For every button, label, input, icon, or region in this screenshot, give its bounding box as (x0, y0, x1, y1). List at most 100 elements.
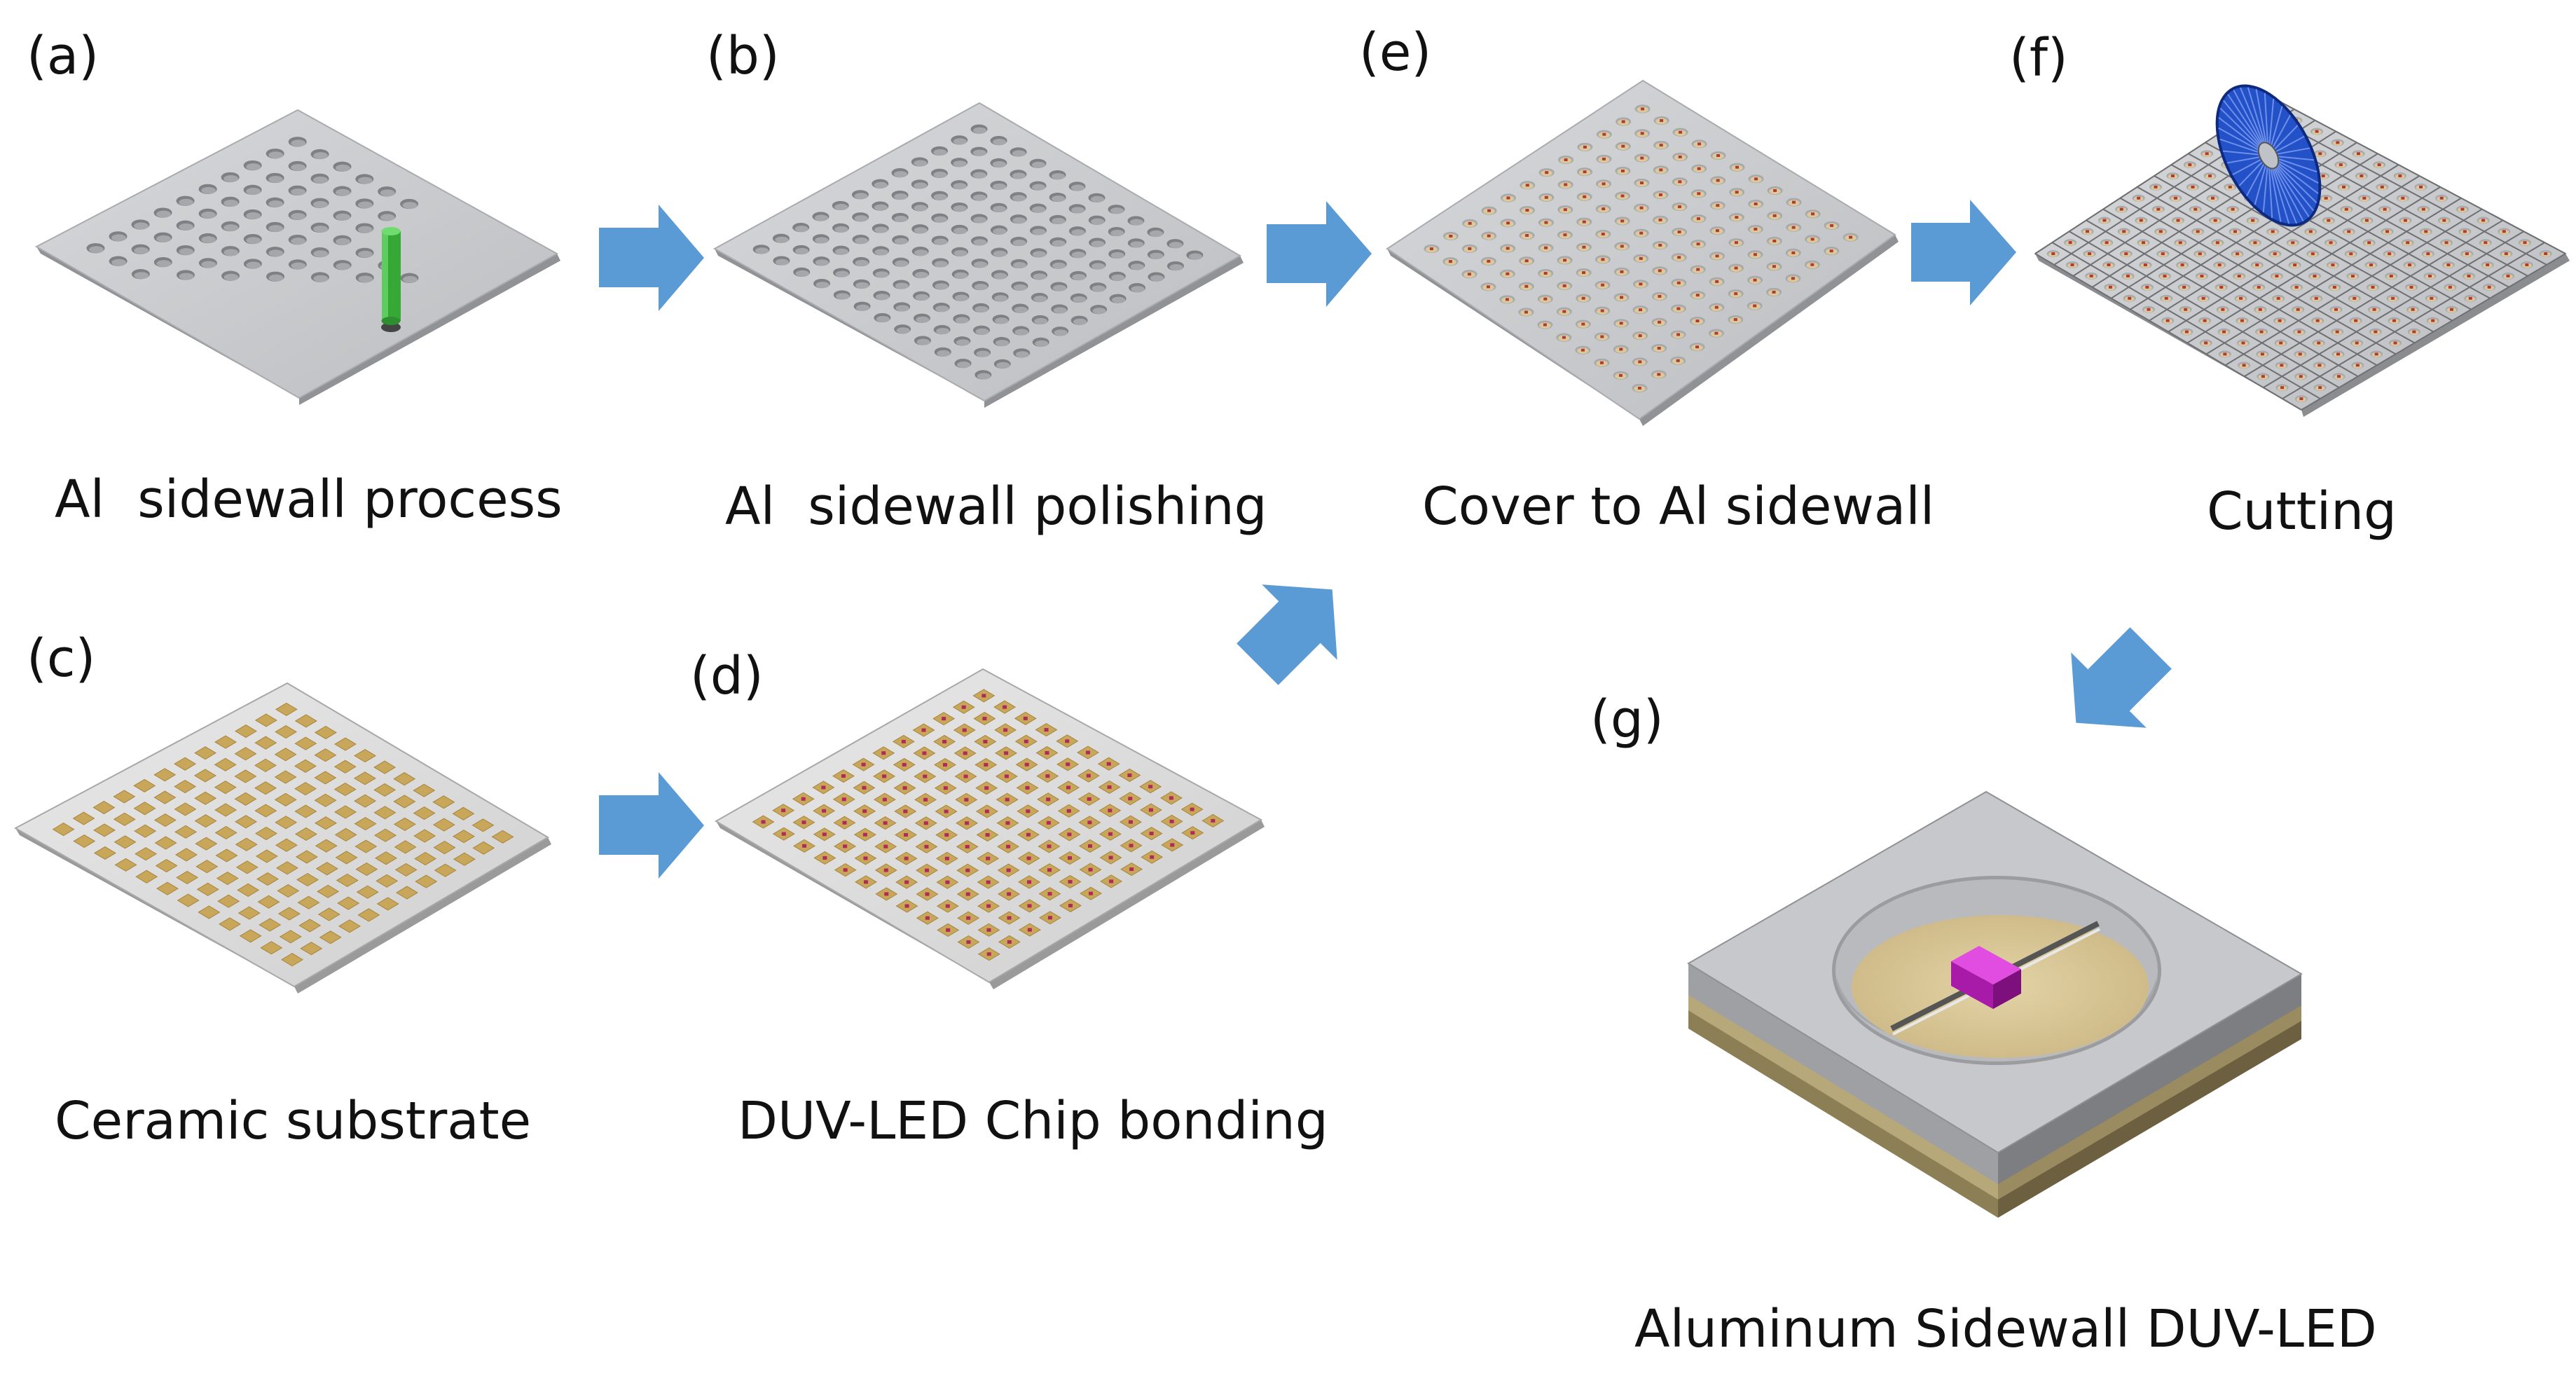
chip-dot (1544, 195, 1548, 199)
hole-floor (914, 182, 928, 189)
chip-dot (1487, 234, 1491, 238)
chip-dot (1620, 169, 1625, 172)
chip-dot (1169, 819, 1174, 823)
chip-dot (2297, 330, 2301, 334)
chip-dot (1658, 218, 1662, 221)
hole-floor (1091, 285, 1106, 292)
chip-dot (1190, 807, 1194, 811)
hole-floor (936, 327, 950, 335)
chip-dot (1127, 773, 1132, 777)
chip-dot (2424, 230, 2428, 233)
chip-dot (1696, 242, 1700, 246)
pad (354, 748, 377, 763)
hole-floor (875, 271, 889, 278)
chip-dot (2342, 185, 2346, 188)
chip-dot (863, 880, 868, 884)
chip-dot (883, 868, 888, 872)
hole-floor (201, 186, 216, 194)
chip-dot (1027, 880, 1032, 884)
chip-dot (904, 856, 909, 860)
chip-dot (2259, 330, 2264, 334)
hole-floor (896, 327, 910, 334)
chip-dot (2411, 308, 2415, 311)
chip-dot (923, 774, 928, 778)
hole-floor (246, 188, 261, 195)
pad (254, 713, 277, 727)
hole-floor (1169, 264, 1183, 271)
chip-dot (1641, 107, 1645, 111)
chip-dot (822, 832, 827, 837)
chip-dot (2163, 274, 2167, 277)
chip-dot (1544, 221, 1548, 224)
hole-floor (313, 225, 328, 233)
hole-floor (336, 188, 350, 196)
hole-floor (1070, 184, 1085, 191)
pad (275, 816, 298, 830)
pad (255, 849, 278, 863)
chip-pad-array (752, 689, 1225, 961)
chip-dot (2154, 185, 2158, 188)
chip-dot (1506, 221, 1510, 225)
chip-dot (1810, 263, 1814, 266)
packaged-duv-led (1687, 790, 2303, 1218)
pad (376, 897, 399, 911)
hole-floor (268, 151, 284, 159)
pad (315, 862, 338, 876)
chip-dot (2419, 185, 2423, 188)
chip-dot (1108, 809, 1113, 813)
chip-dot (2180, 263, 2184, 267)
chip-dot (2191, 185, 2195, 188)
hole-floor (246, 163, 261, 171)
pad (175, 848, 198, 862)
chip-dot (1639, 181, 1644, 184)
hole-floor (994, 295, 1008, 302)
pad (174, 825, 198, 839)
chip-dot (1601, 258, 1605, 261)
chip-dot (1620, 296, 1624, 299)
chip-dot (2355, 341, 2359, 345)
pad (471, 818, 495, 832)
chip-dot (1506, 247, 1510, 250)
chip-dot (1676, 333, 1681, 336)
chip-dot (1026, 856, 1031, 860)
pad (334, 805, 357, 819)
hole-floor (1091, 263, 1106, 270)
chip-dot (2344, 207, 2348, 211)
pad (72, 811, 95, 825)
chip-dot (2331, 263, 2335, 267)
chip-dot (2143, 263, 2147, 267)
hole-floor (357, 201, 373, 209)
chip-dot (924, 844, 929, 848)
pad (275, 724, 298, 739)
chip-dot (1088, 844, 1093, 848)
chip-dot (2145, 285, 2149, 289)
hole-floor (1110, 207, 1124, 214)
pad (214, 803, 237, 817)
chip-dot (1753, 253, 1757, 256)
chip-dot (2051, 252, 2055, 256)
chip-dot (2389, 275, 2393, 278)
pad (296, 872, 319, 887)
chip-dot (946, 928, 951, 932)
pad (214, 781, 237, 795)
pad (297, 895, 320, 909)
pad (337, 896, 360, 910)
panel-d-label: (d) (690, 646, 764, 706)
pad (294, 804, 317, 818)
chip-dot (2241, 341, 2245, 345)
flow-arrow-a-to-b (599, 205, 704, 311)
pad (73, 834, 96, 848)
chip-dot (2486, 263, 2490, 267)
chip-dot (1678, 180, 1682, 184)
chip-dot (1619, 348, 1623, 351)
chip-dot (883, 844, 888, 848)
chip-dot (2280, 386, 2285, 390)
pad (375, 851, 397, 865)
led-cup-array (1424, 104, 1859, 392)
hole-floor (894, 238, 908, 245)
hole-floor (223, 224, 239, 231)
chip-dot (922, 751, 927, 755)
pad (254, 736, 277, 750)
chip-dot (2392, 319, 2396, 322)
hole-floor (357, 226, 373, 233)
